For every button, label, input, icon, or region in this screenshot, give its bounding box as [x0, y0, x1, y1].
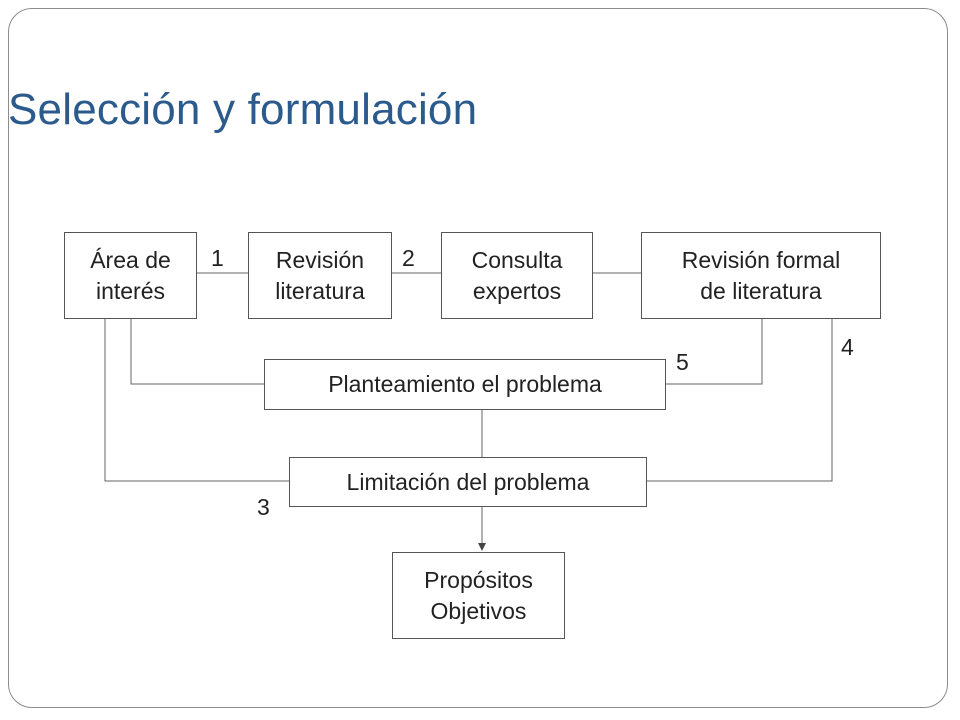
node-area-interes: Área de interés [64, 232, 197, 319]
connector-revisionformal-planteamiento [666, 319, 763, 385]
node-area-interes-line1: Área de [90, 246, 171, 273]
node-propositos-line1: Propósitos [424, 566, 533, 593]
node-consulta-expertos-line2: expertos [472, 277, 562, 304]
step-label-4: 4 [841, 334, 854, 360]
connector-revisionformal-limitacion [647, 319, 833, 482]
connector-area-limitacion [104, 319, 289, 482]
node-revision-literatura-line2: literatura [275, 277, 365, 304]
node-revision-formal-line1: Revisión formal [681, 246, 841, 273]
node-propositos-line2: Objetivos [430, 597, 527, 624]
node-consulta-expertos-line1: Consulta [471, 246, 563, 273]
step-label-1: 1 [211, 245, 224, 271]
node-limitacion: Limitación del problema [289, 457, 647, 507]
node-consulta-expertos: Consulta expertos [441, 232, 593, 319]
node-limitacion-label: Limitación del problema [346, 468, 590, 495]
step-label-5: 5 [676, 349, 689, 375]
node-revision-literatura: Revisión literatura [248, 232, 392, 319]
node-area-interes-line2: interés [95, 277, 166, 304]
connector-area-planteamiento [130, 319, 264, 385]
node-planteamiento-label: Planteamiento el problema [328, 371, 602, 397]
step-label-3: 3 [257, 494, 270, 520]
slide-title: Selección y formulación [8, 85, 478, 134]
node-revision-literatura-line1: Revisión [275, 246, 365, 273]
step-label-2: 2 [402, 245, 415, 271]
node-revision-formal-line2: de literatura [700, 277, 822, 304]
node-revision-formal: Revisión formal de literatura [641, 232, 881, 319]
node-planteamiento: Planteamiento el problema [264, 359, 666, 410]
